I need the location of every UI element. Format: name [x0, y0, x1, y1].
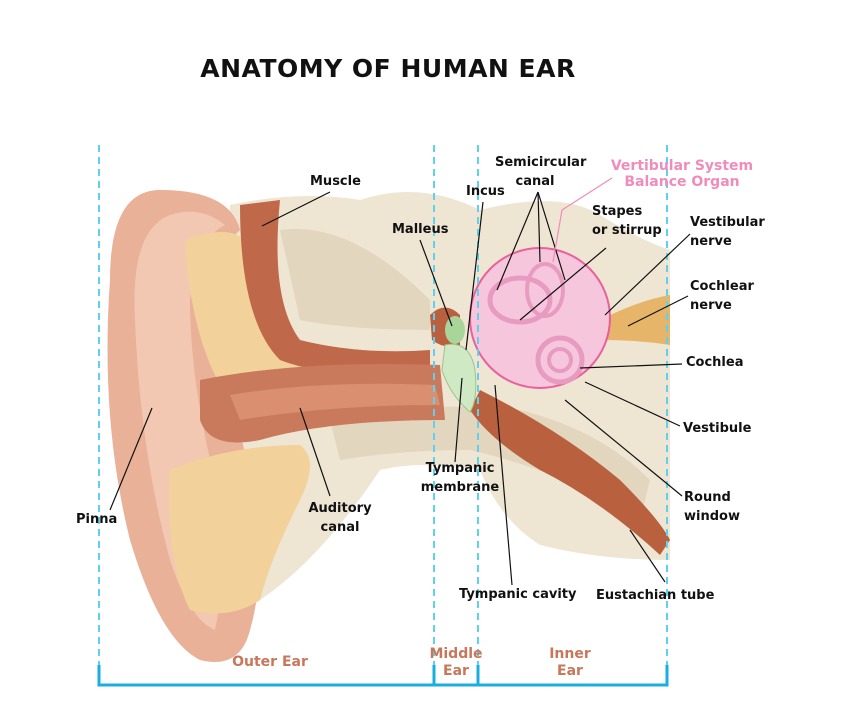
label-auditory-canal: Auditory canal — [300, 499, 380, 537]
label-line: Vertibular System — [610, 158, 754, 174]
label-pinna: Pinna — [76, 512, 118, 527]
eustachian-tube-shape — [470, 390, 670, 555]
label-line: Semicircular — [495, 155, 587, 170]
label-cochlea: Cochlea — [686, 355, 744, 370]
label-line: Cochlear — [690, 279, 754, 294]
cartilage-lower — [169, 445, 310, 614]
label-line: Ear — [443, 663, 469, 679]
label-line: or stirrup — [592, 223, 662, 238]
label-line: Round — [684, 490, 731, 505]
label-semicircular-canal: Semicircular canal — [495, 153, 587, 191]
label-incus: Incus — [466, 184, 505, 199]
label-malleus: Malleus — [392, 222, 449, 237]
label-round-window: Round window — [684, 488, 740, 526]
section-outer-ear: Outer Ear — [232, 654, 308, 670]
diagram-title: ANATOMY OF HUMAN EAR — [200, 54, 576, 83]
bone-lower — [330, 406, 650, 520]
label-muscle: Muscle — [310, 174, 361, 189]
leader-lines — [109, 191, 691, 586]
auditory-canal-inner — [230, 383, 440, 420]
cochlea-spiral-inner — [547, 347, 573, 373]
label-line: Balance Organ — [624, 174, 740, 190]
label-line: canal — [515, 174, 555, 189]
label-line: Inner — [549, 646, 591, 662]
semicircular-canals — [487, 275, 553, 325]
label-line: nerve — [690, 234, 732, 249]
section-inner-ear: Inner Ear — [535, 646, 605, 680]
label-line: canal — [320, 520, 360, 535]
label-line: Ear — [557, 663, 583, 679]
label-line: Auditory — [308, 501, 372, 516]
balance-organ-leader — [552, 177, 613, 263]
label-line: Stapes — [592, 204, 643, 219]
label-balance-organ: Vertibular System Balance Organ — [608, 158, 756, 190]
label-vestibule: Vestibule — [683, 421, 752, 436]
label-line: Vestibular — [690, 215, 765, 230]
label-eustachian-tube: Eustachian tube — [596, 588, 715, 603]
label-tympanic-membrane: Tympanic membrane — [415, 459, 505, 497]
section-bracket — [97, 665, 669, 687]
cartilage-upper — [185, 232, 400, 390]
label-line: Middle — [429, 646, 483, 662]
bone-dark-band — [280, 228, 430, 330]
label-line: Tympanic — [425, 461, 495, 476]
incus-shape — [445, 316, 465, 344]
label-vestibular-nerve: Vestibular nerve — [690, 213, 765, 251]
label-line: window — [684, 509, 740, 524]
label-stapes: Stapes or stirrup — [592, 202, 662, 240]
label-line: membrane — [420, 480, 500, 495]
section-dividers — [98, 145, 668, 685]
muscle-tissue — [240, 200, 430, 374]
label-tympanic-cavity: Tympanic cavity — [459, 587, 577, 602]
section-middle-ear: Middle Ear — [424, 646, 488, 680]
cochlear-nerve-shape — [600, 295, 670, 345]
label-cochlear-nerve: Cochlear nerve — [690, 277, 754, 315]
semicircular-canal-2 — [525, 262, 565, 318]
cochlea-spiral — [535, 335, 585, 385]
label-line: nerve — [690, 298, 732, 313]
